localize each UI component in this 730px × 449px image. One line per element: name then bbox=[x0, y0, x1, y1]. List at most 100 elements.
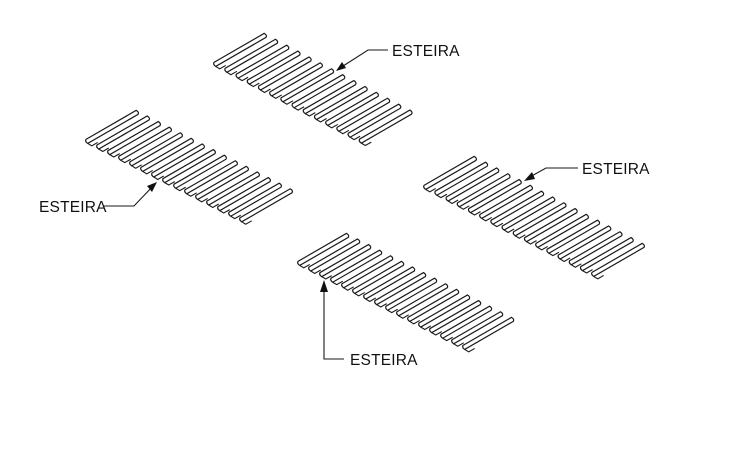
slat bbox=[546, 219, 601, 254]
slat-link bbox=[582, 269, 593, 274]
conveyors-group bbox=[85, 32, 645, 353]
slat-link bbox=[321, 275, 332, 280]
slat bbox=[501, 196, 556, 231]
slat bbox=[385, 277, 438, 311]
slat bbox=[195, 165, 249, 201]
slat-link bbox=[571, 263, 582, 268]
slat bbox=[213, 32, 267, 68]
slat-link bbox=[237, 76, 249, 82]
leader-line-bottom bbox=[323, 287, 344, 360]
slat-link bbox=[109, 153, 120, 158]
slat bbox=[140, 137, 194, 173]
slat bbox=[313, 85, 368, 121]
slat-link bbox=[310, 269, 321, 275]
slat-link bbox=[593, 274, 604, 280]
slat-link bbox=[436, 193, 448, 199]
slat bbox=[568, 231, 623, 266]
slat bbox=[291, 73, 346, 109]
slat-link bbox=[230, 214, 241, 220]
slat bbox=[490, 190, 545, 225]
slat bbox=[224, 38, 279, 74]
slat-link bbox=[332, 280, 343, 286]
slat-link bbox=[343, 286, 354, 291]
callout-top: ESTEIRA bbox=[336, 43, 460, 71]
label-esteira-right: ESTEIRA bbox=[582, 161, 650, 178]
slat bbox=[280, 68, 335, 103]
slat bbox=[535, 213, 589, 249]
slat bbox=[206, 171, 260, 206]
slat bbox=[363, 266, 416, 300]
slat bbox=[523, 207, 578, 243]
slat bbox=[96, 115, 150, 150]
slat bbox=[239, 188, 293, 223]
slat-link bbox=[186, 192, 197, 197]
slat-link bbox=[503, 228, 515, 234]
slat bbox=[591, 242, 645, 278]
slat-link bbox=[226, 70, 238, 76]
slat-link bbox=[361, 141, 372, 147]
slat bbox=[107, 120, 161, 156]
slat bbox=[352, 260, 405, 295]
slat bbox=[118, 126, 172, 161]
slat bbox=[396, 283, 449, 317]
arrowhead-right bbox=[524, 172, 535, 181]
slat bbox=[217, 176, 271, 212]
slat-link bbox=[515, 234, 526, 239]
slat-link bbox=[464, 347, 475, 353]
slat-link bbox=[492, 222, 504, 228]
slat-link bbox=[376, 303, 387, 308]
slat-link bbox=[197, 197, 208, 203]
slat bbox=[418, 294, 471, 328]
slat-link bbox=[459, 205, 470, 210]
slat-link bbox=[153, 175, 164, 181]
slat bbox=[228, 182, 282, 217]
slat-link bbox=[559, 257, 571, 263]
label-esteira-top: ESTEIRA bbox=[392, 43, 460, 60]
callout-left: ESTEIRA bbox=[39, 182, 157, 216]
conveyor-left bbox=[85, 109, 293, 225]
label-esteira-bottom: ESTEIRA bbox=[350, 352, 418, 369]
slat bbox=[579, 236, 634, 272]
slat bbox=[336, 97, 391, 133]
slat-link bbox=[327, 123, 338, 129]
slat-link bbox=[425, 187, 436, 193]
slat-link bbox=[208, 203, 219, 209]
slat bbox=[451, 311, 504, 345]
slat bbox=[319, 243, 372, 278]
slat-link bbox=[354, 291, 365, 297]
leader-line-top bbox=[339, 49, 388, 69]
slat-link bbox=[215, 64, 226, 70]
slat bbox=[129, 132, 183, 167]
slat-link bbox=[338, 129, 350, 135]
slat-link bbox=[548, 251, 560, 257]
slat-link bbox=[349, 135, 361, 141]
slat bbox=[407, 288, 460, 323]
slat bbox=[358, 109, 413, 144]
slat-link bbox=[175, 186, 186, 192]
slat bbox=[467, 178, 522, 214]
callout-right: ESTEIRA bbox=[524, 161, 650, 181]
slat-link bbox=[409, 319, 420, 325]
slat-link bbox=[398, 314, 409, 319]
slat bbox=[429, 299, 482, 334]
slat bbox=[308, 238, 361, 272]
slat-link bbox=[537, 245, 548, 251]
slat bbox=[269, 62, 323, 97]
slat-link bbox=[142, 169, 153, 175]
slat-link bbox=[470, 211, 481, 216]
slat-link bbox=[219, 209, 230, 214]
slat bbox=[151, 143, 205, 178]
conveyor-right bbox=[423, 155, 645, 280]
conveyor-top bbox=[213, 32, 413, 147]
label-esteira-left: ESTEIRA bbox=[39, 199, 107, 216]
slat bbox=[297, 232, 350, 267]
slat bbox=[445, 167, 500, 202]
slat-link bbox=[431, 331, 442, 336]
slat bbox=[302, 79, 357, 115]
slat-link bbox=[365, 297, 376, 303]
arrowhead-left bbox=[147, 182, 157, 192]
slat-link bbox=[316, 118, 327, 123]
slat bbox=[440, 305, 493, 339]
